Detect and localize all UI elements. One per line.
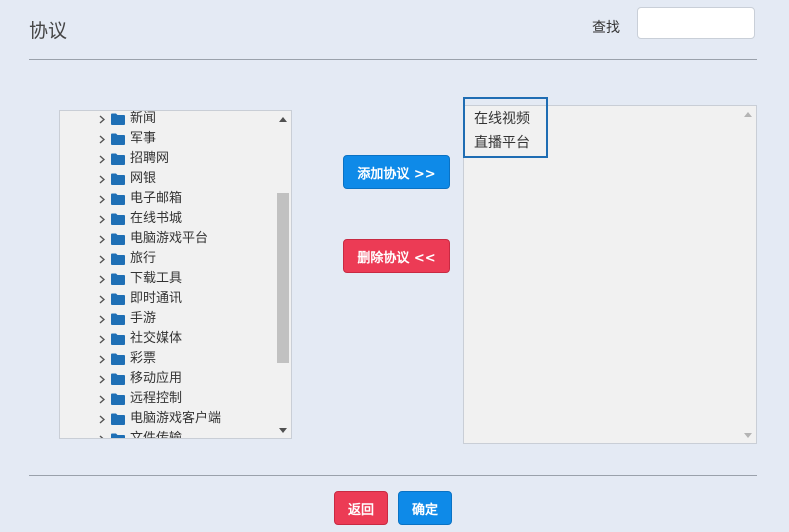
tree-item-label: 文件传输 bbox=[130, 431, 183, 439]
tree-item[interactable]: 社交媒体 bbox=[60, 329, 276, 349]
selected-protocols-panel[interactable] bbox=[463, 105, 757, 444]
tree-item-label: 网银 bbox=[130, 171, 157, 186]
header-divider bbox=[29, 59, 757, 60]
tree-item[interactable]: 旅行 bbox=[60, 249, 276, 269]
tree-item-label: 电脑游戏客户端 bbox=[130, 411, 222, 426]
remove-protocol-button[interactable]: 删除协议 << bbox=[343, 239, 450, 273]
chevron-right-icon[interactable] bbox=[98, 434, 106, 438]
chevron-right-icon[interactable] bbox=[98, 194, 106, 204]
chevron-right-icon[interactable] bbox=[98, 114, 106, 124]
tree-item-label: 招聘网 bbox=[130, 151, 170, 166]
chevron-right-icon[interactable] bbox=[98, 174, 106, 184]
tree-item-label: 社交媒体 bbox=[130, 331, 183, 346]
add-protocol-button[interactable]: 添加协议 >> bbox=[343, 155, 450, 189]
folder-icon bbox=[111, 333, 125, 345]
arrow-down-icon[interactable] bbox=[275, 422, 291, 438]
folder-icon bbox=[111, 133, 125, 145]
chevron-right-icon[interactable] bbox=[98, 134, 106, 144]
tree-item[interactable]: 文件传输 bbox=[60, 429, 276, 439]
chevron-right-icon[interactable] bbox=[98, 354, 106, 364]
tree-item-label: 军事 bbox=[130, 131, 157, 146]
back-button[interactable]: 返回 bbox=[334, 491, 388, 525]
folder-icon bbox=[111, 313, 125, 325]
tree-item[interactable]: 电脑游戏平台 bbox=[60, 229, 276, 249]
tree-item-label: 即时通讯 bbox=[130, 291, 183, 306]
tree-item[interactable]: 军事 bbox=[60, 129, 276, 149]
tree-scroll-thumb[interactable] bbox=[277, 193, 289, 363]
selected-item[interactable]: 在线视频 bbox=[474, 111, 530, 127]
tree-item-label: 旅行 bbox=[130, 251, 157, 266]
selected-scrollbar[interactable] bbox=[740, 106, 756, 443]
folder-icon bbox=[111, 353, 125, 365]
folder-icon bbox=[111, 433, 125, 438]
folder-icon bbox=[111, 293, 125, 305]
chevron-right-icon[interactable] bbox=[98, 414, 106, 424]
tree-item[interactable]: 彩票 bbox=[60, 349, 276, 369]
tree-item[interactable]: 即时通讯 bbox=[60, 289, 276, 309]
page-title: 协议 bbox=[29, 20, 68, 42]
folder-icon bbox=[111, 233, 125, 245]
tree-item-label: 下载工具 bbox=[130, 271, 183, 286]
search-input[interactable] bbox=[637, 7, 755, 39]
protocol-tree-panel[interactable]: 新闻军事招聘网网银电子邮箱在线书城电脑游戏平台旅行下载工具即时通讯手游社交媒体彩… bbox=[59, 110, 292, 439]
tree-item[interactable]: 在线书城 bbox=[60, 209, 276, 229]
tree-item[interactable]: 新闻 bbox=[60, 111, 276, 129]
folder-icon bbox=[111, 413, 125, 425]
tree-scrollbar[interactable] bbox=[275, 111, 291, 438]
folder-icon bbox=[111, 373, 125, 385]
tree-item[interactable]: 远程控制 bbox=[60, 389, 276, 409]
tree-item-label: 电子邮箱 bbox=[130, 191, 183, 206]
chevron-right-icon[interactable] bbox=[98, 254, 106, 264]
tree-item[interactable]: 电子邮箱 bbox=[60, 189, 276, 209]
chevron-right-icon[interactable] bbox=[98, 274, 106, 284]
arrow-down-icon[interactable] bbox=[740, 427, 756, 443]
folder-icon bbox=[111, 273, 125, 285]
chevron-right-icon[interactable] bbox=[98, 314, 106, 324]
search-label: 查找 bbox=[592, 20, 620, 36]
tree-item[interactable]: 电脑游戏客户端 bbox=[60, 409, 276, 429]
folder-icon bbox=[111, 393, 125, 405]
confirm-button[interactable]: 确定 bbox=[398, 491, 452, 525]
tree-item[interactable]: 下载工具 bbox=[60, 269, 276, 289]
chevron-right-icon[interactable] bbox=[98, 294, 106, 304]
tree-item-label: 移动应用 bbox=[130, 371, 183, 386]
tree-item[interactable]: 网银 bbox=[60, 169, 276, 189]
chevron-right-icon[interactable] bbox=[98, 334, 106, 344]
folder-icon bbox=[111, 153, 125, 165]
folder-icon bbox=[111, 253, 125, 265]
tree-item-label: 电脑游戏平台 bbox=[130, 231, 209, 246]
folder-icon bbox=[111, 193, 125, 205]
chevron-right-icon[interactable] bbox=[98, 394, 106, 404]
arrow-up-icon[interactable] bbox=[275, 111, 291, 127]
tree-item[interactable]: 手游 bbox=[60, 309, 276, 329]
tree-item-label: 手游 bbox=[130, 311, 157, 326]
footer-divider bbox=[29, 475, 757, 476]
tree-item-label: 远程控制 bbox=[130, 391, 183, 406]
folder-icon bbox=[111, 173, 125, 185]
tree-item-label: 新闻 bbox=[130, 111, 157, 126]
folder-icon bbox=[111, 213, 125, 225]
chevron-right-icon[interactable] bbox=[98, 374, 106, 384]
tree-item-label: 在线书城 bbox=[130, 211, 183, 226]
chevron-right-icon[interactable] bbox=[98, 214, 106, 224]
arrow-up-icon[interactable] bbox=[740, 106, 756, 122]
chevron-right-icon[interactable] bbox=[98, 234, 106, 244]
chevron-right-icon[interactable] bbox=[98, 154, 106, 164]
selected-protocols-list: 在线视频直播平台 bbox=[474, 107, 530, 155]
folder-icon bbox=[111, 113, 125, 125]
tree-item[interactable]: 招聘网 bbox=[60, 149, 276, 169]
selected-item[interactable]: 直播平台 bbox=[474, 135, 530, 151]
tree-item[interactable]: 移动应用 bbox=[60, 369, 276, 389]
tree-item-label: 彩票 bbox=[130, 351, 157, 366]
protocol-tree-list: 新闻军事招聘网网银电子邮箱在线书城电脑游戏平台旅行下载工具即时通讯手游社交媒体彩… bbox=[60, 111, 276, 439]
